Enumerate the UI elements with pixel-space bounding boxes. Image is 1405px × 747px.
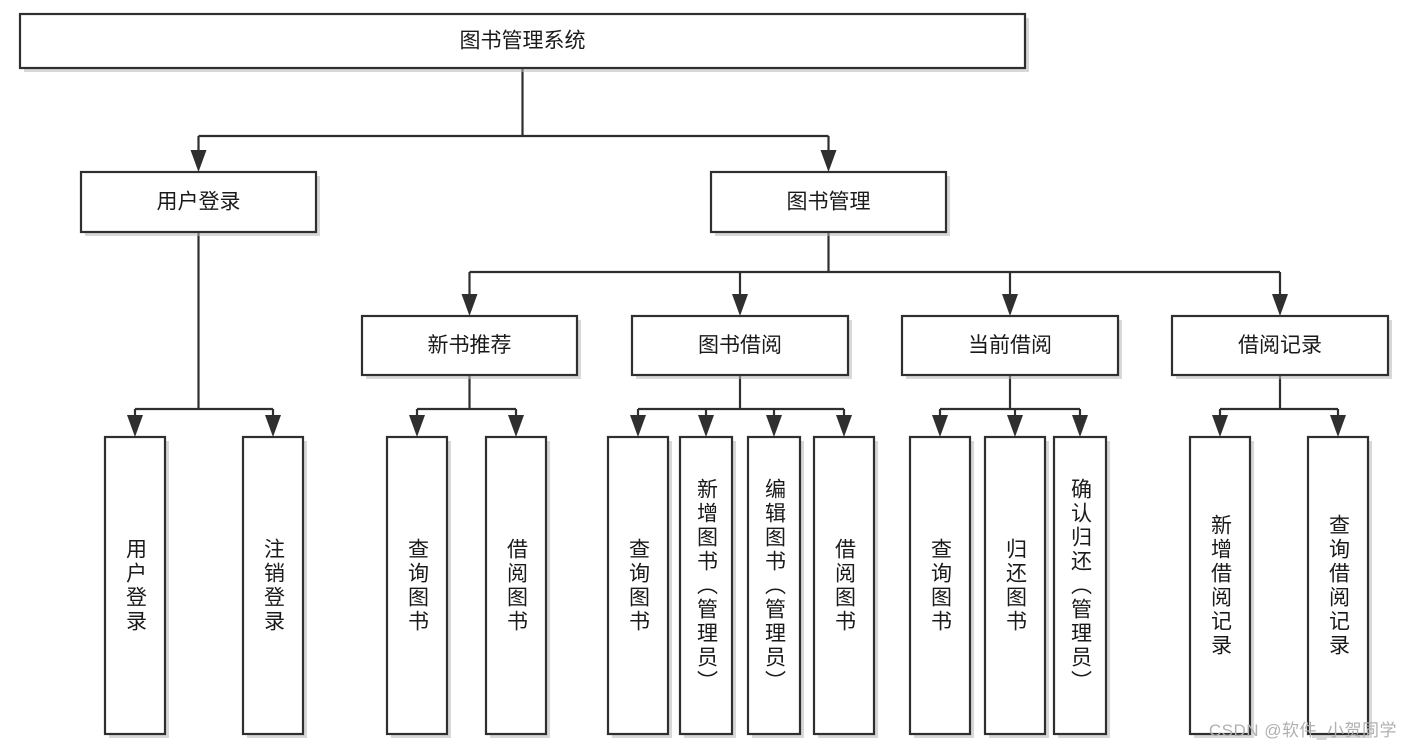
arrow-down-icon-l3 [732, 294, 748, 316]
node-box-leaf-edit-book[interactable] [746, 435, 802, 736]
node-box-root[interactable] [18, 12, 1027, 70]
node-box-leaf-return-book[interactable] [983, 435, 1047, 736]
node-box-user-login[interactable] [79, 170, 318, 234]
arrow-down-icon-l2 [820, 150, 837, 172]
node-box-leaf-confirm-return[interactable] [1052, 435, 1108, 736]
arrow-down-icon-leaf [1007, 415, 1023, 437]
arrow-down-icon-leaf [1330, 415, 1346, 437]
arrow-down-icon-leaf [836, 415, 852, 437]
node-box-leaf-borrow-book-2[interactable] [812, 435, 876, 736]
arrow-down-icon-leaf [1212, 415, 1228, 437]
node-box-leaf-query-book-3[interactable] [908, 435, 972, 736]
node-label-user-login: 用户登录 [157, 191, 241, 214]
arrow-down-icon-l3 [461, 294, 478, 316]
arrow-down-icon-leaf [698, 415, 714, 437]
arrow-down-icon-leaf [265, 415, 281, 437]
arrow-down-icon-l2 [190, 150, 207, 172]
node-label-borrow-record: 借阅记录 [1238, 334, 1322, 357]
node-label-current-borrow: 当前借阅 [968, 334, 1052, 357]
connectors-layer [127, 68, 1346, 437]
node-box-current-borrow[interactable] [900, 314, 1120, 377]
node-box-book-borrow[interactable] [630, 314, 850, 377]
node-box-borrow-record[interactable] [1170, 314, 1390, 377]
arrow-down-icon-leaf [630, 415, 646, 437]
node-box-leaf-user-login[interactable] [103, 435, 167, 736]
node-box-leaf-query-borrow-record[interactable] [1306, 435, 1370, 736]
arrow-down-icon-leaf [127, 415, 143, 437]
arrow-down-icon-l3 [1002, 294, 1018, 316]
node-box-leaf-borrow-book-1[interactable] [484, 435, 548, 736]
node-label-new-book-recommend: 新书推荐 [428, 334, 512, 357]
arrow-down-icon-leaf [508, 415, 524, 437]
arrow-down-icon-leaf [932, 415, 948, 437]
node-label-root: 图书管理系统 [460, 30, 586, 53]
node-box-leaf-query-book-2[interactable] [606, 435, 670, 736]
arrow-down-icon-leaf [1072, 415, 1088, 437]
arrow-down-icon-l3 [1272, 294, 1288, 316]
arrow-down-icon-leaf [409, 415, 425, 437]
arrow-down-icon-leaf [766, 415, 782, 437]
node-label-book-borrow: 图书借阅 [698, 334, 782, 357]
node-box-new-book-recommend[interactable] [360, 314, 579, 377]
node-box-leaf-add-book[interactable] [678, 435, 734, 736]
node-box-leaf-query-book-1[interactable] [385, 435, 449, 736]
csdn-watermark: CSDN @软件_小贺同学 [1208, 721, 1397, 740]
node-label-book-manage: 图书管理 [787, 191, 871, 214]
node-box-leaf-user-logout[interactable] [241, 435, 305, 736]
node-box-leaf-add-borrow-record[interactable] [1188, 435, 1252, 736]
node-box-book-manage[interactable] [709, 170, 948, 234]
